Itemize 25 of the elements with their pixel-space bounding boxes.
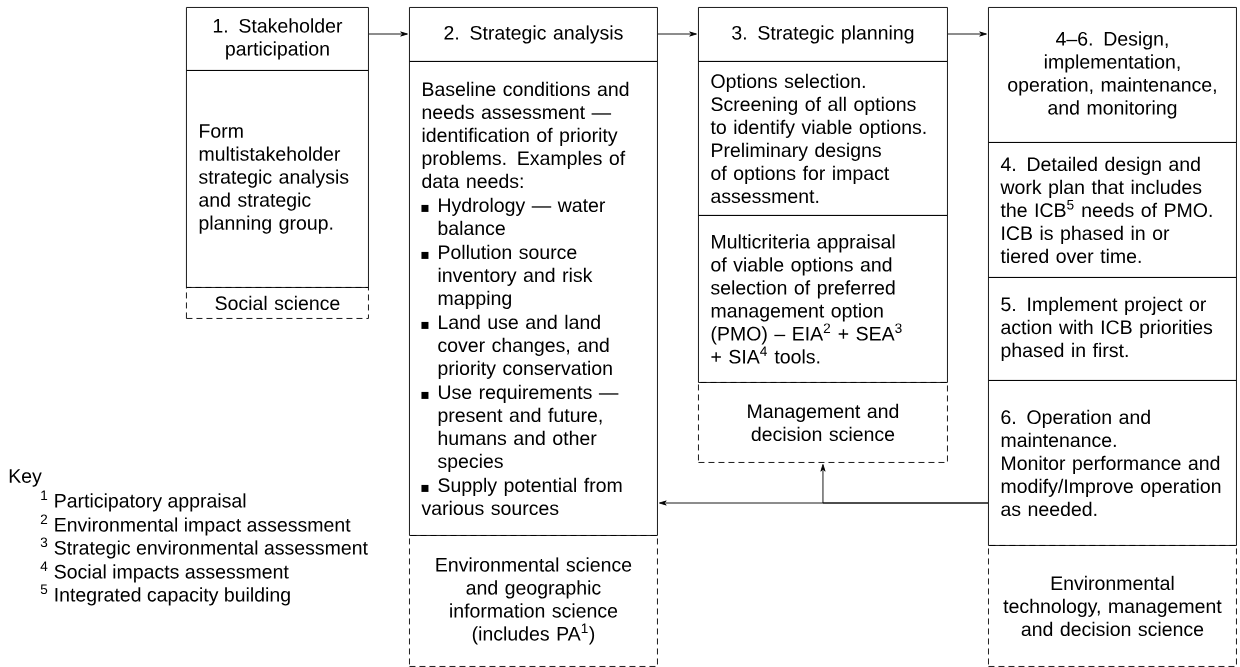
text-box: Form multistakeholder strategic analysis and strategic planning group. (186, 70, 369, 288)
discipline-box: Management and decision science (698, 382, 948, 463)
key-entry: $^{3}$ Strategic environmental assessment (40, 537, 368, 559)
text-box: 6. Operation and maintenance. Monitor performance and modify/Improve operation as needed. (988, 380, 1237, 546)
arrow (368, 31, 408, 37)
stage-header-box: 3. Strategic planning (698, 7, 948, 62)
key-title: Key (9, 469, 42, 487)
text-box: 5. Implement project or action with ICB priorities phased in first. (988, 277, 1237, 381)
discipline-box: Environmental science and geographic information science (includes PA$^{1}$) (409, 535, 658, 667)
arrow (820, 464, 989, 504)
stage-header-box: 4–6. Design, implementation, operation, maintenance, and monitoring (988, 7, 1237, 143)
key-entry: $^{4}$ Social impacts assessment (40, 561, 289, 583)
stage-header-box: 2. Strategic analysis (409, 7, 658, 62)
discipline-box: Social science (186, 287, 369, 319)
discipline-box: Environmental technology, management and decision science (988, 545, 1237, 667)
arrow (657, 31, 697, 37)
key-entry: $^{1}$ Participatory appraisal (41, 490, 246, 512)
stage-header-box: 1. Stakeholder participation (186, 7, 369, 71)
text-box: 4. Detailed design and work plan that includes the ICB$^{5}$ needs of PMO. ICB is phased in or tiered over time. (988, 142, 1237, 278)
text-box: Options selection. Screening of all options to identify viable options. Preliminary designs of options for impact assessment. (698, 61, 948, 216)
key-entry: $^{5}$ Integrated capacity building (40, 584, 290, 606)
key-entry: $^{2}$ Environmental impact assessment (40, 514, 351, 536)
text-box: Baseline conditions and needs assessment — identification of priority problems. Examples of data needs: Hydrology — water balance Pollution source inventory and risk mapping Land use and land cover changes, and priority conservation Use requirements — present and future, humans and other species Supply potential from various sources (409, 61, 658, 536)
text-box: Multicriteria appraisal of viable options and selection of preferred management option (PMO) – EIA$^{2}$ + SEA$^{3}$ + SIA$^{4}$ tools. (698, 215, 948, 383)
arrow (947, 31, 987, 37)
